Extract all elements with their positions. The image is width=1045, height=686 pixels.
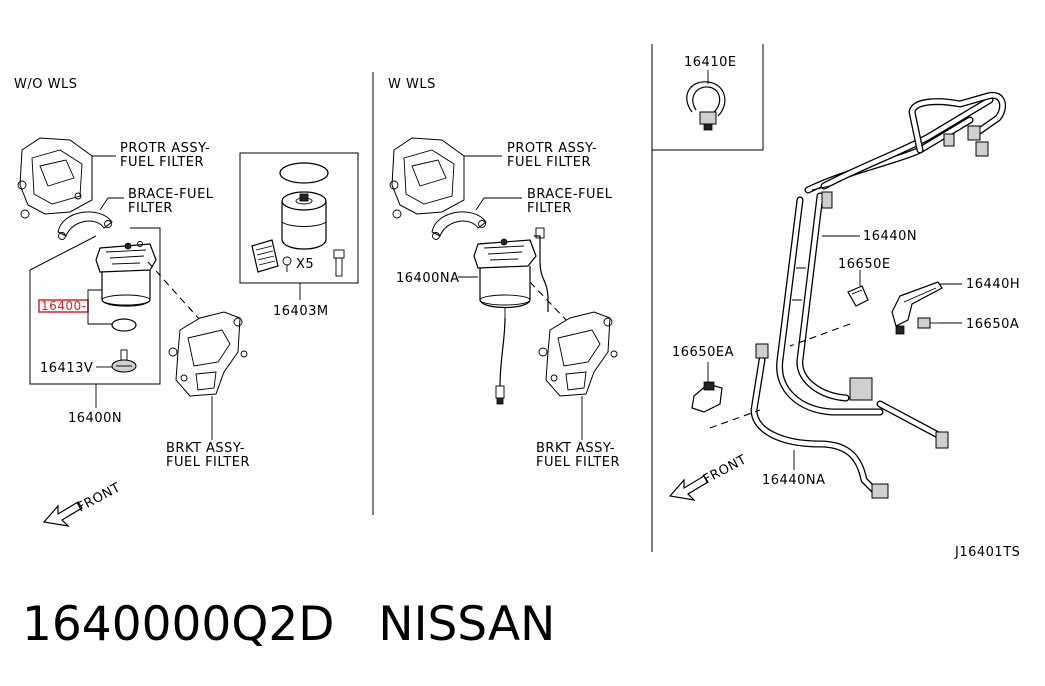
clip-16410E xyxy=(686,81,726,131)
dash-line-mid xyxy=(529,281,569,323)
label-16440H: 16440H xyxy=(966,277,1020,292)
label-16400NA: 16400NA xyxy=(396,271,459,286)
label-protr-left-1: PROTR ASSY- xyxy=(120,141,210,156)
label-16400N: 16400N xyxy=(68,411,122,426)
fuel-lines xyxy=(750,91,1007,499)
label-brace-left-1: BRACE-FUEL xyxy=(128,187,214,202)
frame-16400N xyxy=(29,227,161,385)
protector-left xyxy=(17,137,93,219)
clip-16650E xyxy=(847,285,869,307)
section-title-w-wls: W WLS xyxy=(388,77,436,92)
front-arrow-left: FRONT xyxy=(42,480,123,527)
front-arrow-right: FRONT xyxy=(668,452,749,501)
dash-line-right-2 xyxy=(709,409,761,429)
drain-plug-left xyxy=(111,349,137,373)
brand-name: NISSAN xyxy=(378,597,556,652)
frame-16400N-diag xyxy=(29,235,97,271)
filter-element-kit xyxy=(279,162,329,250)
label-brace-left-2: FILTER xyxy=(128,201,173,216)
label-protr-mid-1: PROTR ASSY- xyxy=(507,141,597,156)
filter-assembly-mid xyxy=(473,227,549,405)
label-brace-mid-1: BRACE-FUEL xyxy=(527,187,613,202)
bracket-left xyxy=(168,311,248,397)
label-front-right: FRONT xyxy=(701,452,749,487)
brace-mid xyxy=(431,211,487,240)
bolt-kit xyxy=(333,249,345,277)
label-16440N: 16440N xyxy=(863,229,917,244)
bracket-mid xyxy=(538,311,618,397)
label-protr-left-2: FUEL FILTER xyxy=(120,155,204,170)
label-brkt-left-1: BRKT ASSY- xyxy=(166,441,245,456)
label-x5: X5 xyxy=(296,257,314,272)
dash-line-right-1 xyxy=(789,323,851,347)
sealing-pack xyxy=(251,239,279,273)
bracket-16440H xyxy=(891,281,943,327)
label-16650A: 16650A xyxy=(966,317,1019,332)
label-16413V: 16413V xyxy=(40,361,93,376)
inset-frame-16410E xyxy=(652,44,764,151)
leader-highlight xyxy=(87,289,112,325)
label-16440NA: 16440NA xyxy=(762,473,825,488)
label-brkt-mid-1: BRKT ASSY- xyxy=(536,441,615,456)
label-16403M: 16403M xyxy=(273,304,329,319)
label-16410E: 16410E xyxy=(684,55,737,70)
protector-mid xyxy=(389,137,465,219)
label-brkt-left-2: FUEL FILTER xyxy=(166,455,250,470)
label-brace-mid-2: FILTER xyxy=(527,201,572,216)
label-brkt-mid-2: FUEL FILTER xyxy=(536,455,620,470)
leader-brace-mid xyxy=(475,197,522,211)
part-number: 1640000Q2D xyxy=(22,597,335,652)
label-front-left: FRONT xyxy=(75,480,123,515)
filter-assembly-left xyxy=(95,241,157,307)
dash-line-left xyxy=(147,261,201,321)
frame-16403M xyxy=(239,152,359,284)
label-16650EA: 16650EA xyxy=(672,345,734,360)
brace-left xyxy=(57,211,113,240)
label-highlight-part: 16400- xyxy=(41,299,87,313)
footer: 1640000Q2D NISSAN xyxy=(22,597,555,657)
clip-16650A xyxy=(895,317,940,335)
o-ring-left xyxy=(111,318,137,332)
label-protr-mid-2: FUEL FILTER xyxy=(507,155,591,170)
screw-x5 xyxy=(282,256,292,272)
section-title-wo-wls: W/O WLS xyxy=(14,77,77,92)
clip-16650EA xyxy=(691,381,723,413)
diagram-code: J16401TS xyxy=(954,545,1020,560)
label-16650E: 16650E xyxy=(838,257,891,272)
leader-brace-left xyxy=(99,197,124,211)
